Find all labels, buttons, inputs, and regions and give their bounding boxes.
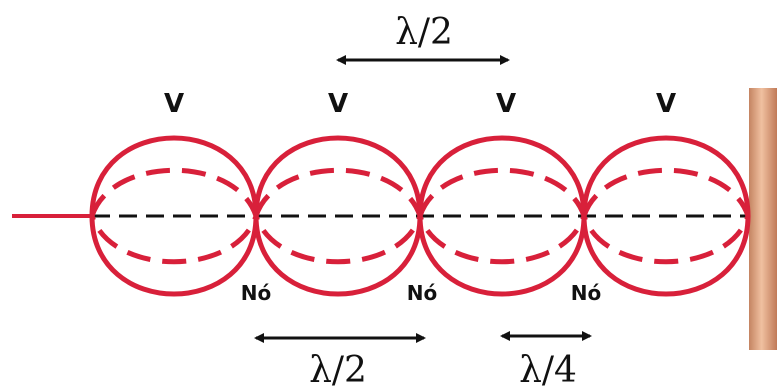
half-wavelength-label-bottom: λ/2 [309, 350, 367, 388]
wave-envelope-inner [581, 167, 751, 265]
wave-loop-4 [581, 135, 751, 297]
antinode-label-1: V [164, 89, 184, 119]
quarter-wavelength-label: λ/4 [519, 350, 577, 388]
node-label-3: Nó [571, 281, 601, 305]
half-wavelength-label-top: λ/2 [395, 12, 453, 53]
node-label-1: Nó [241, 281, 271, 305]
antinode-label-4: V [656, 89, 676, 119]
antinode-label-2: V [328, 89, 348, 119]
node-label-2: Nó [407, 281, 437, 305]
fixed-wall [749, 88, 777, 350]
antinode-label-3: V [496, 89, 516, 119]
